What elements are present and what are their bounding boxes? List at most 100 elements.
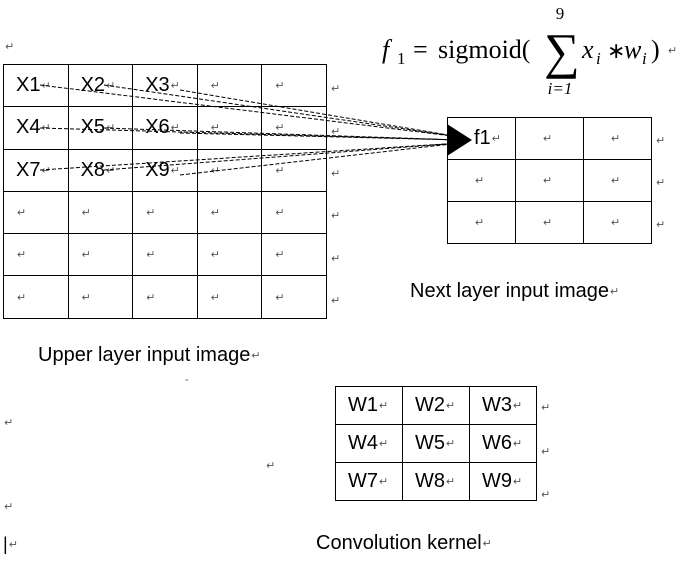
formula-paragraph-mark: ↵ [668, 45, 677, 57]
paragraph-mark: ↵ [611, 133, 621, 145]
input-grid-cell: ↵ [3, 190, 69, 235]
kernel-grid-cell-label: W9 [482, 470, 512, 492]
paragraph-mark: ↵ [446, 400, 456, 412]
formula-close: ) [651, 35, 660, 64]
input-grid-cell: X8↵ [67, 148, 134, 192]
input-grid-cell: ↵ [67, 233, 134, 277]
sigmoid-formula: f 1 = sigmoid( 9 ∑ i=1 x i ∗ w i ) ↵ [382, 4, 677, 98]
input-grid-cell: ↵ [132, 275, 198, 319]
kernel-grid-cell: W3↵ [469, 386, 537, 425]
input-grid-cell: ↵ [261, 190, 327, 235]
input-grid-cell: X9↵ [132, 148, 198, 192]
paragraph-mark: ↵ [210, 80, 220, 93]
paragraph-mark: ↵ [611, 175, 621, 187]
paragraph-mark: ↵ [513, 400, 523, 412]
paragraph-mark: ↵ [541, 489, 551, 501]
input-grid-cell-label: X5 [80, 116, 106, 139]
paragraph-mark: ↵ [210, 249, 220, 262]
formula-operator: ∗ [607, 38, 625, 63]
paragraph-mark: ↵ [17, 207, 27, 220]
output-grid-cell: ↵ [515, 201, 584, 244]
output-grid-cell: f1↵ [447, 117, 516, 160]
kernel-grid-cell: W4↵ [335, 424, 403, 463]
output-grid-cell-label: f1 [474, 127, 491, 149]
paragraph-mark: ↵ [4, 417, 14, 429]
stray-mark: - [185, 374, 189, 386]
convolution-kernel-caption: Convolution kernel↵ [316, 532, 492, 554]
input-grid-cell-label: X3 [145, 74, 170, 97]
input-grid-cell: ↵ [261, 148, 327, 192]
paragraph-mark: ↵ [543, 175, 553, 187]
paragraph-mark: ↵ [106, 80, 116, 93]
next-layer-caption: Next layer input image↵ [410, 280, 620, 302]
kernel-grid-cell: W2↵ [402, 386, 470, 425]
input-grid-cell: X6↵ [132, 106, 198, 150]
input-grid-row: ↵↵↵↵↵ [3, 275, 327, 319]
paragraph-mark: ↵ [331, 83, 341, 95]
convolution-kernel-grid: W1↵W2↵W3↵W4↵W5↵W6↵W7↵W8↵W9↵ [335, 386, 537, 501]
input-grid-cell-label: X8 [80, 158, 106, 181]
formula-sum-upper: 9 [556, 4, 565, 23]
paragraph-mark: ↵ [611, 217, 621, 229]
paragraph-mark: ↵ [475, 175, 485, 187]
paragraph-mark: ↵ [275, 249, 285, 262]
paragraph-mark: ↵ [170, 122, 180, 135]
kernel-grid-cell-label: W5 [415, 432, 445, 454]
formula-lhs-subscript: 1 [397, 49, 406, 68]
paragraph-mark: ↵ [210, 207, 220, 220]
kernel-grid-cell-label: W2 [415, 394, 445, 416]
output-grid-cell: ↵ [583, 201, 652, 244]
paragraph-mark: ↵ [81, 249, 91, 262]
kernel-grid-cell-label: W3 [482, 394, 512, 416]
paragraph-mark: ↵ [41, 164, 51, 177]
kernel-grid-row: W4↵W5↵W6↵ [335, 424, 537, 463]
input-grid-cell: ↵ [3, 275, 69, 319]
paragraph-mark: ↵ [146, 291, 156, 304]
output-grid-row: f1↵↵↵ [447, 117, 652, 160]
input-grid-cell: X2↵ [67, 63, 134, 108]
kernel-grid-cell: W6↵ [469, 424, 537, 463]
kernel-grid-cell-label: W6 [482, 432, 512, 454]
paragraph-mark: ↵ [41, 80, 51, 93]
paragraph-mark: ↵ [379, 400, 389, 412]
kernel-grid-cell: W9↵ [469, 462, 537, 501]
input-grid-cell: ↵ [261, 233, 327, 277]
input-grid-cell: ↵ [132, 190, 198, 235]
paragraph-mark: ↵ [41, 122, 51, 135]
paragraph-mark: ↵ [475, 217, 485, 229]
paragraph-mark: ↵ [275, 207, 285, 220]
paragraph-mark: ↵ [106, 122, 116, 135]
paragraph-mark: ↵ [513, 476, 523, 488]
input-grid-cell: ↵ [196, 190, 263, 235]
formula-lhs-symbol: f [382, 35, 393, 64]
kernel-grid-cell-label: W4 [348, 432, 378, 454]
output-grid-row: ↵ ↵ ↵ [447, 201, 652, 244]
formula-sum-lower: i=1 [548, 79, 573, 98]
input-grid-cell: ↵ [261, 63, 327, 108]
paragraph-mark: ↵ [331, 168, 341, 180]
input-grid-cell: X7↵ [3, 148, 69, 192]
paragraph-mark: ↵ [331, 210, 341, 222]
kernel-grid-cell: W8↵ [402, 462, 470, 501]
input-grid-cell: ↵ [67, 275, 134, 319]
paragraph-mark: ↵ [4, 501, 14, 513]
output-grid-cell: ↵ [515, 159, 584, 202]
paragraph-mark: ↵ [331, 295, 341, 307]
paragraph-mark: ↵ [656, 219, 666, 231]
input-grid-cell: ↵ [261, 106, 327, 150]
input-grid-cell: ↵ [196, 106, 263, 150]
input-grid-row: X7↵X8↵X9↵ ↵ ↵ [3, 148, 327, 192]
paragraph-mark: ↵ [275, 122, 285, 135]
input-grid-cell: ↵ [196, 63, 263, 108]
paragraph-mark: ↵ [331, 126, 341, 138]
kernel-grid-cell: W5↵ [402, 424, 470, 463]
paragraph-mark: ↵ [275, 291, 285, 304]
kernel-grid-cell-label: W7 [348, 470, 378, 492]
kernel-grid-cell: W1↵ [335, 386, 403, 425]
kernel-grid-cell: W7↵ [335, 462, 403, 501]
output-grid-cell: ↵ [515, 117, 584, 160]
paragraph-mark: ↵ [656, 177, 666, 189]
paragraph-mark: ↵ [170, 80, 180, 93]
output-grid-cell: ↵ [447, 201, 516, 244]
formula-term-w: w [624, 35, 642, 64]
